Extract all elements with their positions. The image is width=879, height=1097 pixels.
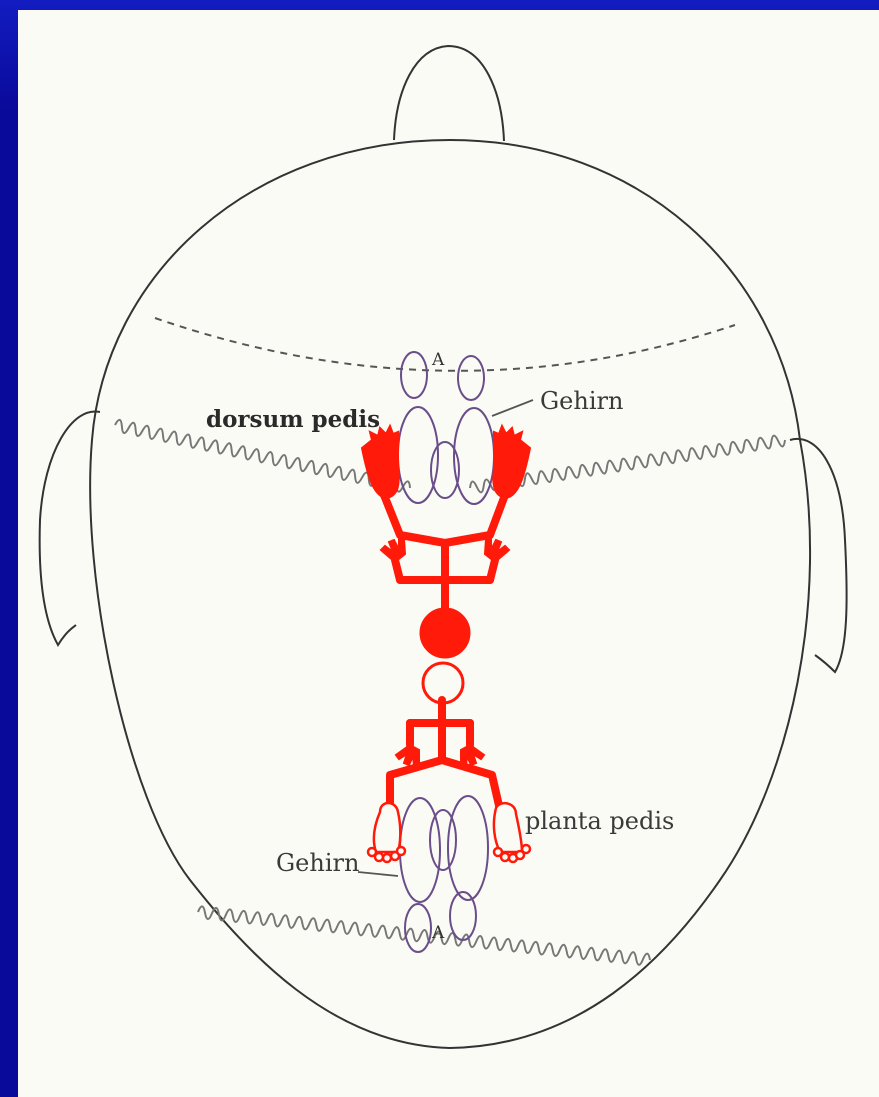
upper-right-forearm	[490, 560, 495, 580]
upper-a-left-oval	[401, 352, 427, 398]
upper-left-forearm	[395, 560, 400, 580]
right-planta-foot	[494, 803, 522, 852]
leader-gehirn-top	[492, 400, 533, 416]
left-dorsum-foot	[362, 426, 399, 498]
label-gehirn-top: Gehirn	[540, 387, 623, 415]
lower-left-hand	[396, 745, 419, 766]
upper-right-hand	[485, 539, 509, 562]
wave-lower	[198, 906, 650, 964]
upper-brain-right-oval	[454, 408, 494, 504]
upper-brain-left-oval	[398, 407, 438, 503]
lower-right-leg	[442, 760, 500, 810]
label-planta-pedis: planta pedis	[525, 807, 674, 835]
figure-head-filled	[421, 609, 469, 657]
upper-right-leg	[445, 495, 505, 543]
upper-brain	[398, 352, 494, 504]
lower-brain-right-oval	[448, 796, 488, 900]
label-a-top: A	[431, 350, 445, 370]
leader-gehirn-bottom	[358, 872, 398, 876]
lower-left-leg	[390, 760, 442, 815]
label-gehirn-bottom: Gehirn	[276, 849, 359, 877]
dorsum-feet	[362, 426, 530, 498]
nose-outline	[394, 46, 504, 141]
upper-left-hand	[381, 539, 405, 562]
upper-a-right-oval	[458, 356, 484, 400]
label-dorsum-pedis: dorsum pedis	[206, 406, 380, 433]
left-planta-foot	[374, 803, 400, 852]
right-dorsum-foot	[493, 426, 530, 498]
right-ear-outline	[790, 439, 847, 672]
label-a-bottom: A	[431, 923, 445, 943]
lower-a-left-oval	[405, 904, 431, 952]
lower-right-hand	[461, 745, 484, 766]
dashed-line	[155, 318, 735, 371]
